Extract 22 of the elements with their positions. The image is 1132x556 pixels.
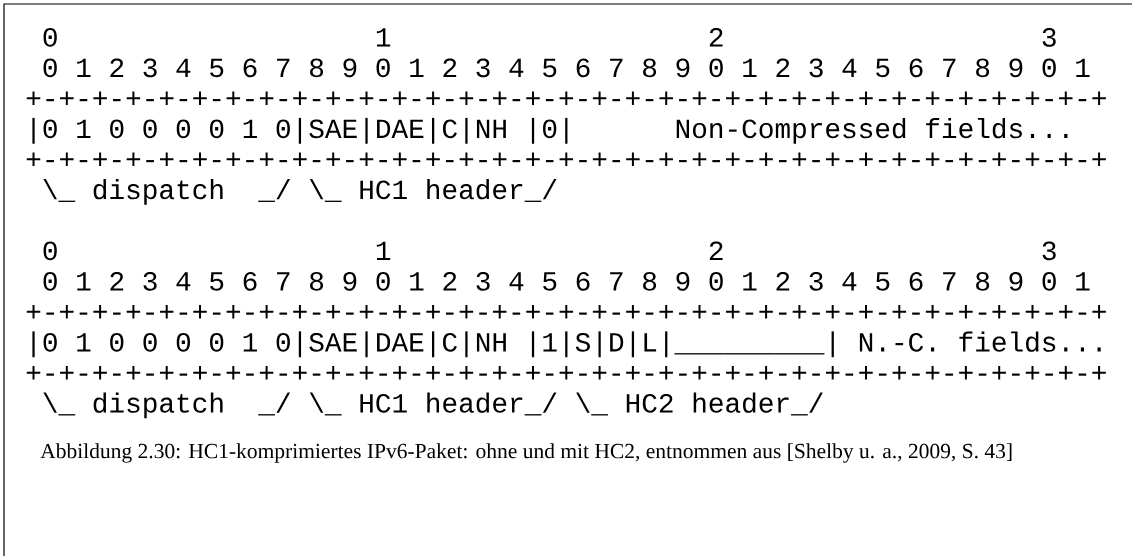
field-border: +-+-+-+-+-+-+-+-+-+-+-+-+-+-+-+-+-+-+-+-+-+-+-+-+-+-+-+-+-+-+-+-+ bbox=[26, 365, 1106, 380]
field-border: +-+-+-+-+-+-+-+-+-+-+-+-+-+-+-+-+-+-+-+-+-+-+-+-+-+-+-+-+-+-+-+-+ bbox=[26, 304, 1106, 319]
field-text: Non-Compressed fields... bbox=[676, 117, 1068, 144]
bit-number: 3 bbox=[1042, 241, 1056, 261]
bit-number: 0 bbox=[43, 27, 57, 47]
field-row: |0 1 0 0 0 0 1 0|SAE|DAE|C|NH |0| bbox=[32, 117, 568, 144]
caption: Abbildung 2.30: HC1-komprimiertes IPv6-Paket: ohne und mit HC2, entnommen aus [Shelby u. a., 2009, S. 43] bbox=[40, 443, 1012, 463]
bit-number: 1 bbox=[376, 28, 391, 47]
field-group-text: \_ dispatch bbox=[43, 392, 223, 419]
bit-number: 0 bbox=[43, 241, 57, 261]
field-group-text: \_ dispatch bbox=[43, 178, 223, 205]
bit-number: 3 bbox=[1042, 27, 1056, 47]
field-row: |0 1 0 0 0 0 1 0|SAE|DAE|C|NH |1|S|D|L|_________| N.-C. fields... bbox=[32, 331, 1101, 358]
bit-number: 1 bbox=[376, 241, 391, 260]
field-border: +-+-+-+-+-+-+-+-+-+-+-+-+-+-+-+-+-+-+-+-+-+-+-+-+-+-+-+-+-+-+-+-+ bbox=[26, 152, 1106, 167]
bit-ruler: 0 1 2 3 4 5 6 7 8 9 0 1 2 3 4 5 6 7 8 9 0 1 2 3 4 5 6 7 8 9 0 1 bbox=[43, 58, 1090, 78]
bit-number: 2 bbox=[709, 27, 723, 47]
field-group-text: _/ \_ HC1 header_/ \_ HC2 header_/ bbox=[258, 392, 823, 416]
bit-ruler: 0 1 2 3 4 5 6 7 8 9 0 1 2 3 4 5 6 7 8 9 0 1 2 3 4 5 6 7 8 9 0 1 bbox=[43, 271, 1090, 291]
bit-number: 2 bbox=[709, 241, 723, 260]
field-group-text: _/ \_ HC1 header_/ bbox=[258, 178, 557, 202]
field-border: +-+-+-+-+-+-+-+-+-+-+-+-+-+-+-+-+-+-+-+-+-+-+-+-+-+-+-+-+-+-+-+-+ bbox=[26, 91, 1106, 106]
